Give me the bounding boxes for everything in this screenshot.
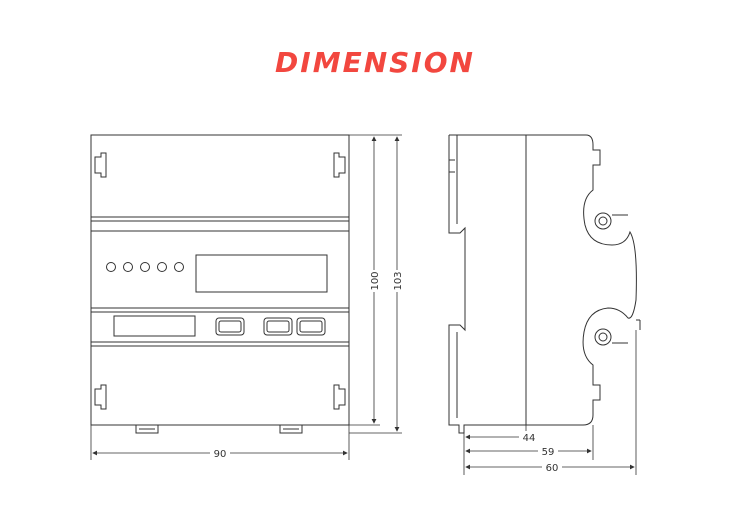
clip-bottom-right — [333, 384, 346, 410]
lcd-display — [195, 254, 328, 293]
clip-top-left — [94, 152, 107, 178]
front-body-outline — [90, 134, 350, 426]
dim-label-59: 59 — [542, 447, 555, 458]
dim-label-100: 100 — [370, 271, 381, 290]
clip-top-right — [333, 152, 346, 178]
terminal-screw — [594, 328, 612, 346]
front-view — [90, 134, 350, 434]
led-indicator — [157, 262, 167, 272]
rail-foot-right — [279, 425, 303, 434]
clip-bottom-left — [94, 384, 107, 410]
page-title: DIMENSION — [275, 46, 475, 79]
dim-label-44: 44 — [523, 433, 536, 444]
dim-label-60: 60 — [546, 463, 559, 474]
front-button — [215, 317, 245, 336]
led-indicator — [106, 262, 116, 272]
rail-foot-left — [135, 425, 159, 434]
dim-label-103: 103 — [393, 271, 404, 290]
front-button — [296, 317, 326, 336]
side-body-outline — [526, 134, 637, 426]
front-button — [263, 317, 293, 336]
front-dimension-lines — [90, 134, 402, 460]
side-rail-plate — [448, 135, 526, 434]
led-indicator — [140, 262, 150, 272]
led-indicator — [174, 262, 184, 272]
label-window — [113, 315, 196, 337]
side-view — [448, 134, 641, 434]
dim-label-90: 90 — [214, 449, 227, 460]
led-indicator — [123, 262, 133, 272]
terminal-screw — [594, 212, 612, 230]
